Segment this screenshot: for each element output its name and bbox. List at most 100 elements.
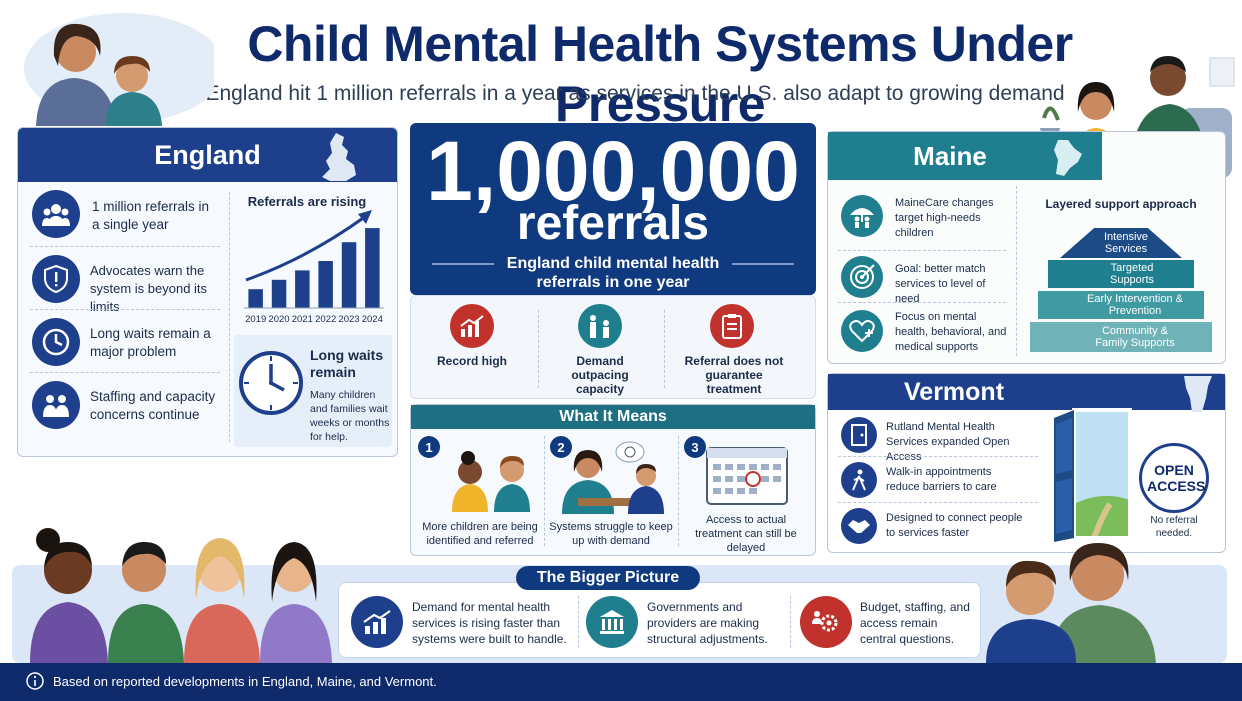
trend-arrow-head [358, 210, 372, 224]
stat-number: 1,000,000 [426, 124, 800, 218]
vermont-divider [838, 456, 1038, 457]
pyramid-tier-3: Early Intervention & Prevention [1038, 291, 1204, 319]
trend-arrow [245, 214, 367, 282]
parent-child-illustration [14, 8, 224, 126]
bigger-picture-item-2: Governments and providers are making str… [647, 600, 768, 646]
england-item-1: 1 million referrals in a single year [92, 199, 210, 232]
vermont-note: No referral needed. [1150, 515, 1198, 539]
vermont-banner: Vermont [828, 374, 1225, 410]
family-icon [578, 304, 622, 348]
staff-icon [32, 381, 80, 429]
shield-alert-icon [32, 255, 80, 303]
group-icon [32, 190, 80, 238]
chart-up-icon [351, 596, 403, 648]
vermont-item-2: Walk-in appointments reduce barriers to … [886, 466, 997, 493]
bigger-picture-banner: The Bigger Picture [516, 566, 700, 590]
step-divider [678, 436, 679, 546]
door-icon [841, 417, 877, 453]
parent-child-drawing [24, 13, 224, 126]
pyramid-tier-label: Community & Family Supports [1095, 325, 1175, 349]
chart-tick-label: 2019 [245, 314, 266, 325]
stat-description-text: England child mental health referrals in… [506, 255, 720, 291]
chart-bar [295, 270, 310, 308]
step-number-3: 3 [684, 436, 706, 458]
counseling-illustration [556, 438, 676, 519]
parent-hug-illustration [980, 535, 1180, 668]
stat-box [410, 123, 816, 295]
england-item-4: Staffing and capacity concerns continue [90, 389, 216, 422]
chart-tick-label: 2022 [315, 314, 336, 325]
vermont-title: Vermont [904, 377, 1005, 406]
step-text-1: More children are being identified and r… [422, 521, 538, 547]
maine-column-divider [1016, 186, 1017, 356]
chart-bar [318, 261, 333, 308]
bigger-picture-card [338, 582, 981, 658]
gear-people-icon [800, 596, 852, 648]
umbrella-family-icon [841, 195, 883, 237]
bigger-picture-item-3: Budget, staffing, and access remain cent… [860, 600, 970, 646]
step-number-2: 2 [550, 436, 572, 458]
maine-divider [838, 302, 1006, 303]
target-icon [841, 256, 883, 298]
chart-bar [271, 279, 287, 308]
chart-bar [248, 289, 263, 308]
england-item-3: Long waits remain a major problem [90, 326, 211, 359]
stat-rule-right [732, 263, 794, 265]
open-door-illustration [1044, 404, 1134, 549]
pyramid-tier-label: Targeted Supports [1109, 262, 1155, 286]
vermont-item-1: Rutland Mental Health Services expanded … [886, 421, 1010, 463]
england-map-icon [316, 131, 362, 190]
maine-map-icon [1052, 138, 1086, 183]
step-text-3: Access to actual treatment can still be … [695, 514, 797, 554]
government-icon [586, 596, 638, 648]
footer-text: Based on reported developments in Englan… [53, 674, 437, 689]
pyramid-tier-label: Intensive Services [1103, 231, 1149, 255]
page-title: Child Mental Health Systems Under Pressu… [247, 16, 1073, 132]
open-access-badge-text: OPEN ACCESS [1147, 462, 1206, 494]
children-illustration [438, 440, 538, 517]
pyramid-tier-4: Community & Family Supports [1030, 322, 1212, 352]
long-waits-title: Long waits remain [310, 347, 384, 380]
chart-bar [365, 228, 380, 308]
stat-rule-left [432, 263, 494, 265]
maine-item-1: MaineCare changes target high-needs chil… [895, 197, 994, 239]
england-column-divider [229, 192, 230, 442]
bigger-picture-item-1: Demand for mental health services is ris… [412, 600, 567, 646]
calendar-icon [705, 442, 789, 511]
what-it-means-title: What It Means [559, 408, 667, 425]
chart-tick-label: 2023 [338, 314, 359, 325]
footer-bar [0, 663, 1242, 701]
heart-plus-icon [841, 310, 883, 352]
vermont-map-icon [1178, 374, 1222, 419]
step-divider [544, 436, 545, 546]
stat-icon-label-1: Record high [436, 354, 507, 368]
children-group-illustration [20, 510, 340, 668]
clipboard-alert-icon [710, 304, 754, 348]
walking-icon [841, 462, 877, 498]
handshake-icon [841, 508, 877, 544]
maine-title: Maine [913, 140, 987, 171]
info-icon [26, 672, 44, 695]
bigger-picture-divider [790, 596, 791, 648]
maine-item-3: Focus on mental health, behavioral, and … [895, 311, 1007, 353]
page-subtitle: England hit 1 million referrals in a yea… [205, 82, 1065, 105]
chart-bar [341, 242, 357, 308]
long-waits-text: Many children and families wait weeks or… [310, 389, 390, 443]
england-divider [30, 246, 220, 247]
stat-description: England child mental health referrals in… [410, 254, 816, 292]
pyramid-tier-label: Early Intervention & Prevention [1087, 293, 1183, 317]
vermont-item-3: Designed to connect people to services f… [886, 512, 1023, 539]
chart-title: Referrals are rising [247, 194, 367, 209]
stat-unit: referrals [516, 197, 710, 250]
england-title: England [154, 139, 261, 170]
open-access-badge: OPEN ACCESS [1139, 443, 1209, 513]
clock-large-icon [238, 350, 304, 421]
pyramid-title: Layered support approach [1045, 197, 1197, 211]
england-divider [30, 372, 220, 373]
chart-tick-label: 2020 [268, 314, 289, 325]
england-divider [30, 309, 220, 310]
stat-icon-label-2: Demand outpacing capacity [571, 354, 629, 396]
what-it-means-banner: What It Means [411, 405, 815, 429]
chart-tick-label: 2024 [362, 314, 383, 325]
step-text-2: Systems struggle to keep up with demand [549, 521, 673, 547]
